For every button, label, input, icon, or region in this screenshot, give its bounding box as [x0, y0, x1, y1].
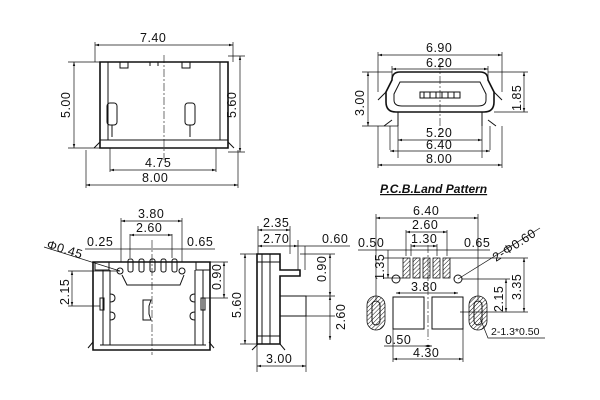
dim-bottom-peg-offset: 2.15: [58, 279, 72, 305]
dim-top-height-left: 5.00: [59, 92, 73, 118]
dim-pcb-hole-to-pad: 2.15: [492, 286, 506, 312]
pcb-land-pattern: P.C.B.Land Pattern 6.40 2.60 1.30 0.50: [358, 182, 545, 362]
signal-pads: [402, 257, 451, 279]
dim-bottom-top-offset: 0.90: [210, 264, 224, 290]
dim-bottom-pitch-left: 0.25: [87, 235, 113, 249]
dim-top-overall-width: 8.00: [142, 171, 168, 185]
slot-right: [468, 295, 488, 331]
dim-pcb-big-pad-span: 3.80: [411, 280, 437, 294]
dim-pcb-pad-height: 1.35: [373, 254, 387, 280]
pcb-title: P.C.B.Land Pattern: [380, 182, 487, 196]
dim-side-mid: 2.70: [263, 232, 289, 246]
dim-pcb-right-gap: 0.65: [464, 236, 490, 250]
locating-hole-left: [391, 274, 401, 284]
dim-front-opening-width: 6.20: [426, 56, 452, 70]
dim-front-overall-width: 8.00: [426, 152, 452, 166]
dim-pcb-left-gap: 0.50: [358, 236, 384, 250]
dim-side-lower: 2.60: [334, 304, 348, 330]
top-view: 7.40 5.00 5.60 4.75 8.00: [59, 31, 245, 188]
dim-bottom-hole-diameter: Φ0.45: [45, 237, 84, 261]
dim-front-tongue-width: 5.20: [426, 126, 452, 140]
dim-side-height: 5.60: [230, 292, 244, 318]
pin-row: [116, 258, 186, 275]
dim-pcb-holes: 2-Φ0.60: [490, 226, 539, 264]
dim-bottom-pitch-right: 0.65: [187, 235, 213, 249]
slot-left: [366, 295, 386, 331]
dim-front-outer-width: 6.90: [426, 41, 452, 55]
dim-bottom-span: 3.80: [138, 207, 164, 221]
dim-pcb-overall-width: 6.40: [413, 204, 439, 218]
dim-pcb-pad-pitch: 1.30: [411, 232, 437, 246]
dim-front-legs-width: 6.40: [426, 138, 452, 152]
mount-pad-left: [392, 296, 425, 330]
dim-pcb-overall-depth: 3.35: [510, 274, 524, 300]
dim-pcb-slots: 2-1.3*0.50: [491, 326, 540, 338]
dim-front-height-right: 1.85: [510, 85, 524, 111]
dim-top-inner-width: 4.75: [145, 156, 171, 170]
dim-top-width: 7.40: [140, 31, 166, 45]
dim-front-height-left: 3.00: [353, 90, 367, 116]
dim-side-offset: 0.90: [315, 256, 329, 282]
dim-pcb-pad-span: 2.60: [412, 218, 438, 232]
dim-top-height-right: 5.60: [225, 92, 239, 118]
front-view: 6.90 6.20 3.00 1.85 5.20 6.40 8.00: [353, 41, 528, 168]
side-view: 2.35 2.70 0.60 0.90 2.60 5.60 3.00: [230, 216, 350, 372]
dim-bottom-pin-span: 2.60: [136, 221, 162, 235]
mount-pad-right: [431, 296, 464, 330]
dim-side-top: 2.35: [263, 216, 289, 230]
dim-pcb-big-pad-width: 4.30: [413, 346, 439, 360]
dim-side-lip: 0.60: [322, 232, 348, 246]
dim-side-bottom: 3.00: [266, 352, 292, 366]
dim-pcb-big-pad-gap: 0.50: [385, 333, 411, 347]
bottom-view: 3.80 2.60 0.25 0.65 Φ0.45 2.15 0.90: [43, 207, 228, 355]
